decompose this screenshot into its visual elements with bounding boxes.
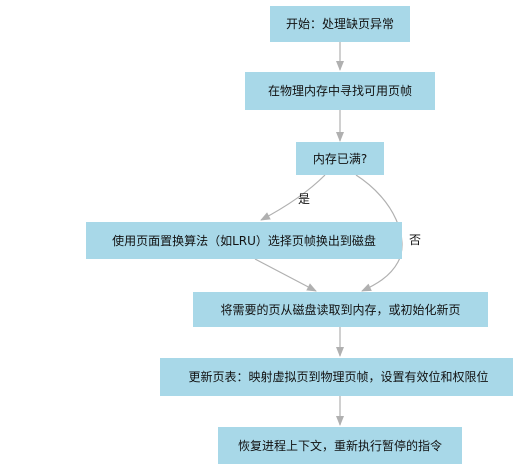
node-load-page: 将需要的页从磁盘读取到内存，或初始化新页 xyxy=(193,292,488,327)
node-memory-full-decision: 内存已满? xyxy=(296,142,384,175)
node-start: 开始：处理缺页异常 xyxy=(270,6,410,42)
node-replace-page: 使用页面置换算法（如LRU）选择页帧换出到磁盘 xyxy=(86,222,402,259)
edge-label-yes: 是 xyxy=(298,192,311,206)
node-find-free-frame: 在物理内存中寻找可用页帧 xyxy=(245,72,435,110)
edge-memory-full-to-replace xyxy=(260,174,326,221)
node-update-page-table: 更新页表：映射虚拟页到物理页帧，设置有效位和权限位 xyxy=(160,358,513,396)
edge-replace-to-load-page xyxy=(254,258,317,292)
node-resume-process: 恢复进程上下文，重新执行暂停的指令 xyxy=(218,427,462,464)
edge-label-no: 否 xyxy=(409,233,422,247)
